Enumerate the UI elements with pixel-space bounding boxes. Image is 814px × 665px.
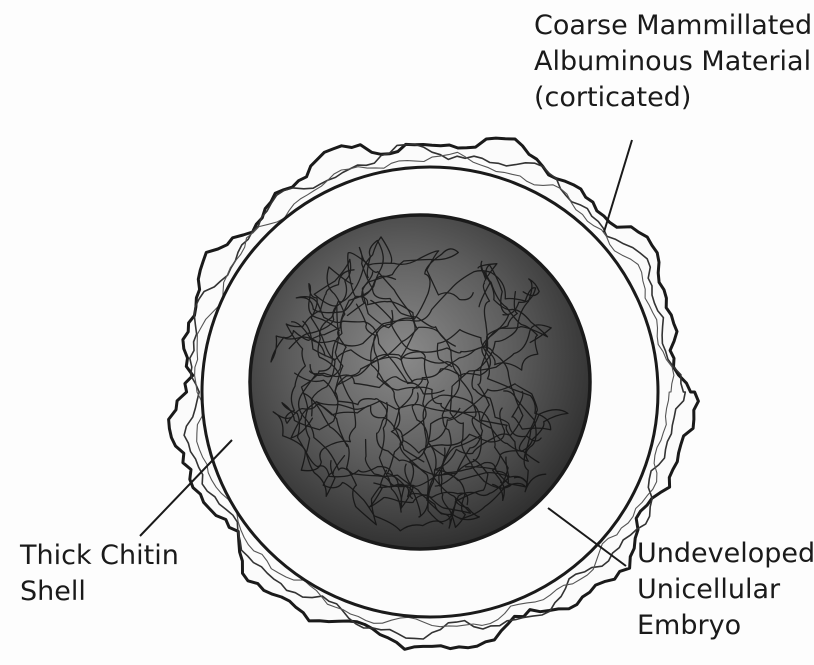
label-coat-line-2: Albuminous Material <box>534 44 812 80</box>
label-embryo-line-2: Unicellular <box>637 572 814 608</box>
label-chitin-shell: Thick Chitin Shell <box>20 538 179 610</box>
label-coat-line-3: (corticated) <box>534 80 812 116</box>
label-embryo-line-1: Undeveloped <box>637 536 814 572</box>
label-embryo-line-3: Embryo <box>637 608 814 644</box>
label-shell-line-1: Thick Chitin <box>20 538 179 574</box>
label-coat-line-1: Coarse Mammillated <box>534 8 812 44</box>
label-shell-line-2: Shell <box>20 574 179 610</box>
label-albuminous-coat: Coarse Mammillated Albuminous Material (… <box>534 8 812 116</box>
label-embryo: Undeveloped Unicellular Embryo <box>637 536 814 644</box>
leader-line-coat <box>604 140 632 232</box>
unicellular-embryo <box>250 215 590 549</box>
